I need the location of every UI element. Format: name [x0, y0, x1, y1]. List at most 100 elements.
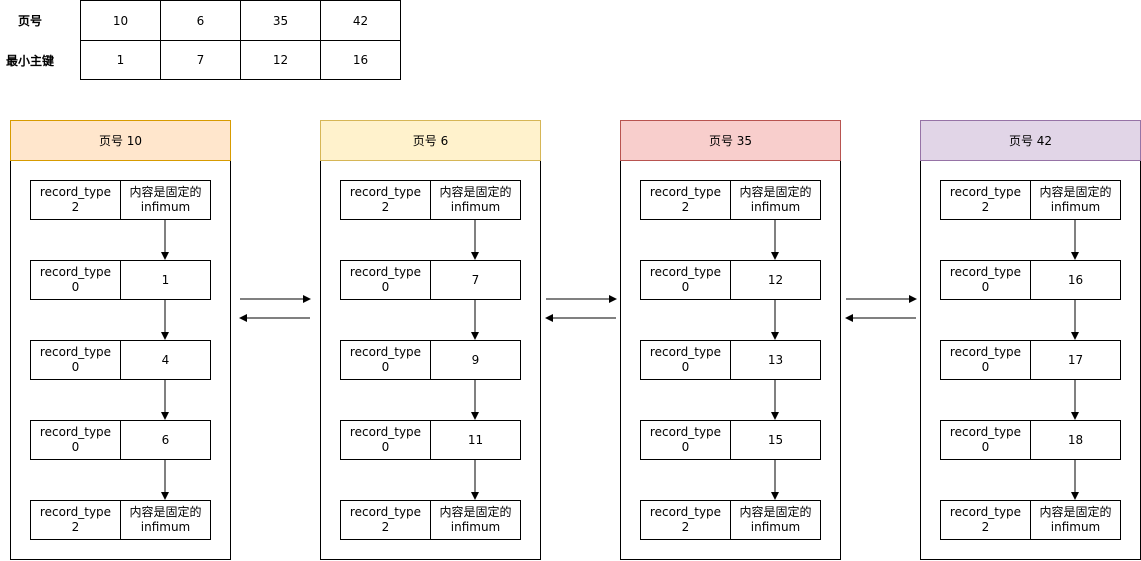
record-type-value: 0: [681, 440, 690, 454]
table-cell-page-number: 10: [80, 0, 161, 41]
record-type-label: record_type: [39, 265, 112, 279]
record-type-label: record_type: [39, 185, 112, 199]
record-type-value: 2: [681, 200, 690, 214]
record-content-text: 16: [1067, 272, 1084, 287]
record-type-label: record_type: [349, 265, 422, 279]
record-type-value: 0: [71, 280, 80, 294]
record-content-cell: 11: [430, 420, 521, 460]
record-content-text: infimum: [750, 200, 801, 214]
record-content-cell: 6: [120, 420, 211, 460]
record-content-cell: 7: [430, 260, 521, 300]
record-content-text: 内容是固定的: [439, 505, 512, 519]
record-type-value: 0: [681, 360, 690, 374]
record-type-value: 0: [981, 280, 990, 294]
record-content-text: 内容是固定的: [1039, 505, 1112, 519]
record-type-label: record_type: [649, 505, 722, 519]
record-type-label: record_type: [39, 345, 112, 359]
record-content-text: 9: [471, 352, 480, 367]
record-content-text: 11: [467, 432, 484, 447]
record-type-label: record_type: [39, 505, 112, 519]
record-content-cell: 16: [1030, 260, 1121, 300]
table-row-label-page-number: 页号: [17, 13, 42, 28]
record-type-value: 0: [381, 360, 390, 374]
record-content-text: 内容是固定的: [1039, 185, 1112, 199]
record-content-text: 17: [1067, 352, 1084, 367]
record-type-value: 2: [71, 520, 80, 534]
record-type-value: 2: [381, 200, 390, 214]
record-content-text: 12: [767, 272, 784, 287]
record-content-text: infimum: [140, 200, 191, 214]
record-type-value: 0: [981, 440, 990, 454]
page-header: 页号 42: [920, 120, 1141, 161]
table-cell-min-key: 16: [320, 40, 401, 80]
record-type-value: 0: [981, 360, 990, 374]
record-content-cell: 13: [730, 340, 821, 380]
record-type-label: record_type: [949, 265, 1022, 279]
record-type-value: 2: [981, 520, 990, 534]
record-type-value: 0: [71, 360, 80, 374]
table-cell-page-number: 6: [160, 0, 241, 41]
record-content-text: infimum: [450, 200, 501, 214]
record-type-label: record_type: [349, 505, 422, 519]
record-content-text: 13: [767, 352, 784, 367]
table-cell-page-number: 42: [320, 0, 401, 41]
record-type-value: 2: [681, 520, 690, 534]
page-header: 页号 6: [320, 120, 541, 161]
record-content-text: infimum: [450, 520, 501, 534]
record-type-label: record_type: [949, 185, 1022, 199]
record-type-label: record_type: [349, 425, 422, 439]
record-content-text: infimum: [140, 520, 191, 534]
record-type-label: record_type: [349, 345, 422, 359]
record-type-value: 0: [681, 280, 690, 294]
record-content-text: infimum: [750, 520, 801, 534]
record-type-label: record_type: [949, 345, 1022, 359]
record-content-cell: 1: [120, 260, 211, 300]
record-content-cell: 18: [1030, 420, 1121, 460]
record-content-cell: 17: [1030, 340, 1121, 380]
record-content-text: infimum: [1050, 520, 1101, 534]
record-content-text: 内容是固定的: [739, 505, 812, 519]
record-type-label: record_type: [649, 185, 722, 199]
record-type-value: 2: [71, 200, 80, 214]
record-type-label: record_type: [649, 425, 722, 439]
record-content-cell: 4: [120, 340, 211, 380]
record-content-text: 1: [161, 272, 170, 287]
page-header: 页号 35: [620, 120, 841, 161]
record-type-label: record_type: [649, 265, 722, 279]
record-content-text: 内容是固定的: [439, 185, 512, 199]
record-type-label: record_type: [949, 425, 1022, 439]
table-cell-min-key: 1: [80, 40, 161, 80]
record-type-value: 0: [381, 280, 390, 294]
record-type-value: 0: [381, 440, 390, 454]
record-content-text: 15: [767, 432, 784, 447]
record-content-text: 7: [471, 272, 480, 287]
record-type-label: record_type: [349, 185, 422, 199]
record-content-text: 内容是固定的: [129, 185, 202, 199]
record-content-text: 4: [161, 352, 170, 367]
record-content-cell: 12: [730, 260, 821, 300]
record-content-text: 18: [1067, 432, 1084, 447]
